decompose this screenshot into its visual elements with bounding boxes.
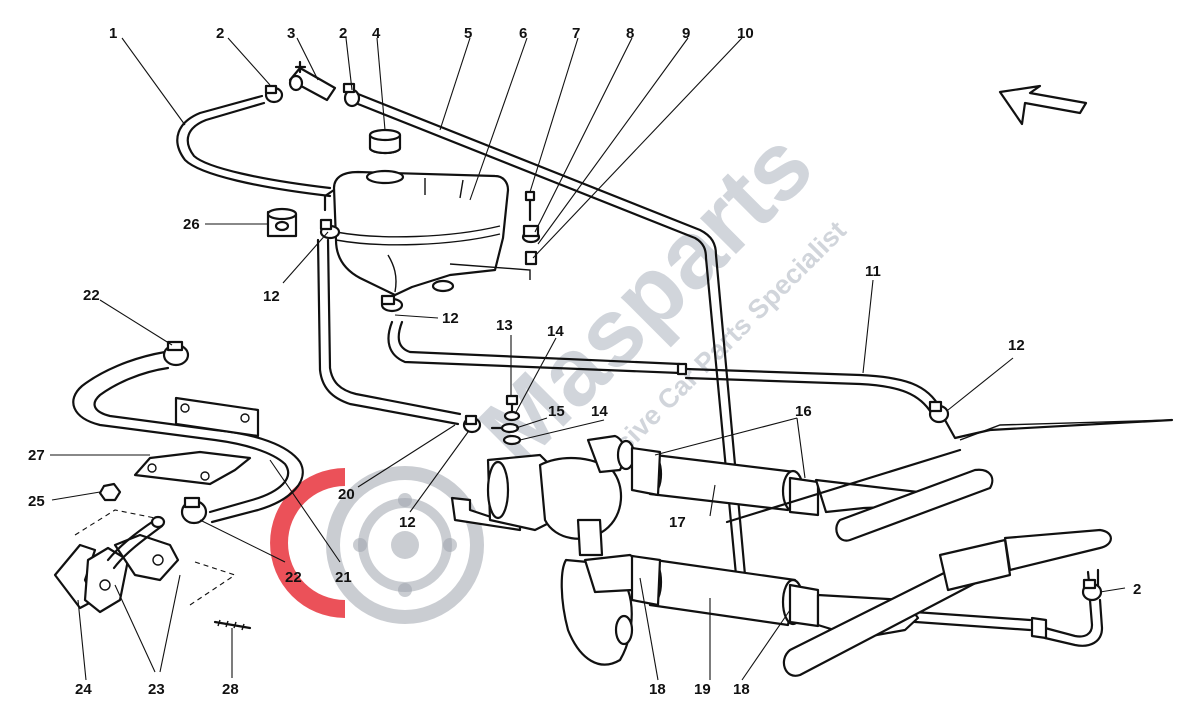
callout-10: 10 xyxy=(737,25,754,42)
callout-25: 25 xyxy=(28,493,45,510)
callout-14: 14 xyxy=(591,403,608,420)
callout-6: 6 xyxy=(519,25,527,42)
callout-21: 21 xyxy=(335,569,352,586)
callout-11: 11 xyxy=(865,263,881,280)
callout-5: 5 xyxy=(464,25,472,42)
callout-7: 7 xyxy=(572,25,580,42)
callout-12: 12 xyxy=(263,288,280,305)
arrow-up-left-icon xyxy=(998,84,1088,126)
callout-17: 17 xyxy=(669,514,686,531)
leader-lines xyxy=(50,37,1126,681)
callout-16: 16 xyxy=(795,403,812,420)
callout-1: 1 xyxy=(109,25,117,42)
callout-2: 2 xyxy=(1133,581,1141,598)
watermark-logo-icon xyxy=(270,466,484,624)
callout-27: 27 xyxy=(28,447,45,464)
left-hose-assembly xyxy=(53,340,304,631)
callout-26: 26 xyxy=(183,216,200,233)
callout-20: 20 xyxy=(338,486,355,503)
callout-4: 4 xyxy=(372,25,381,42)
callout-labels: 1 2 3 2 4 5 6 7 8 9 10 26 12 12 22 13 14… xyxy=(28,25,1141,698)
callout-28: 28 xyxy=(222,681,239,698)
callout-12: 12 xyxy=(1008,337,1025,354)
callout-12: 12 xyxy=(442,310,459,327)
callout-14: 14 xyxy=(547,323,564,340)
callout-22: 22 xyxy=(83,287,100,304)
callout-24: 24 xyxy=(75,681,92,698)
callout-15: 15 xyxy=(548,403,565,420)
callout-23: 23 xyxy=(148,681,165,698)
callout-2: 2 xyxy=(339,25,347,42)
callout-18: 18 xyxy=(649,681,666,698)
callout-13: 13 xyxy=(496,317,513,334)
pump-assembly xyxy=(450,434,1112,677)
callout-18: 18 xyxy=(733,681,750,698)
callout-12: 12 xyxy=(399,514,416,531)
callout-9: 9 xyxy=(682,25,690,42)
callout-19: 19 xyxy=(694,681,711,698)
callout-22: 22 xyxy=(285,569,302,586)
callout-8: 8 xyxy=(626,25,634,42)
callout-2: 2 xyxy=(216,25,224,42)
callout-3: 3 xyxy=(287,25,295,42)
